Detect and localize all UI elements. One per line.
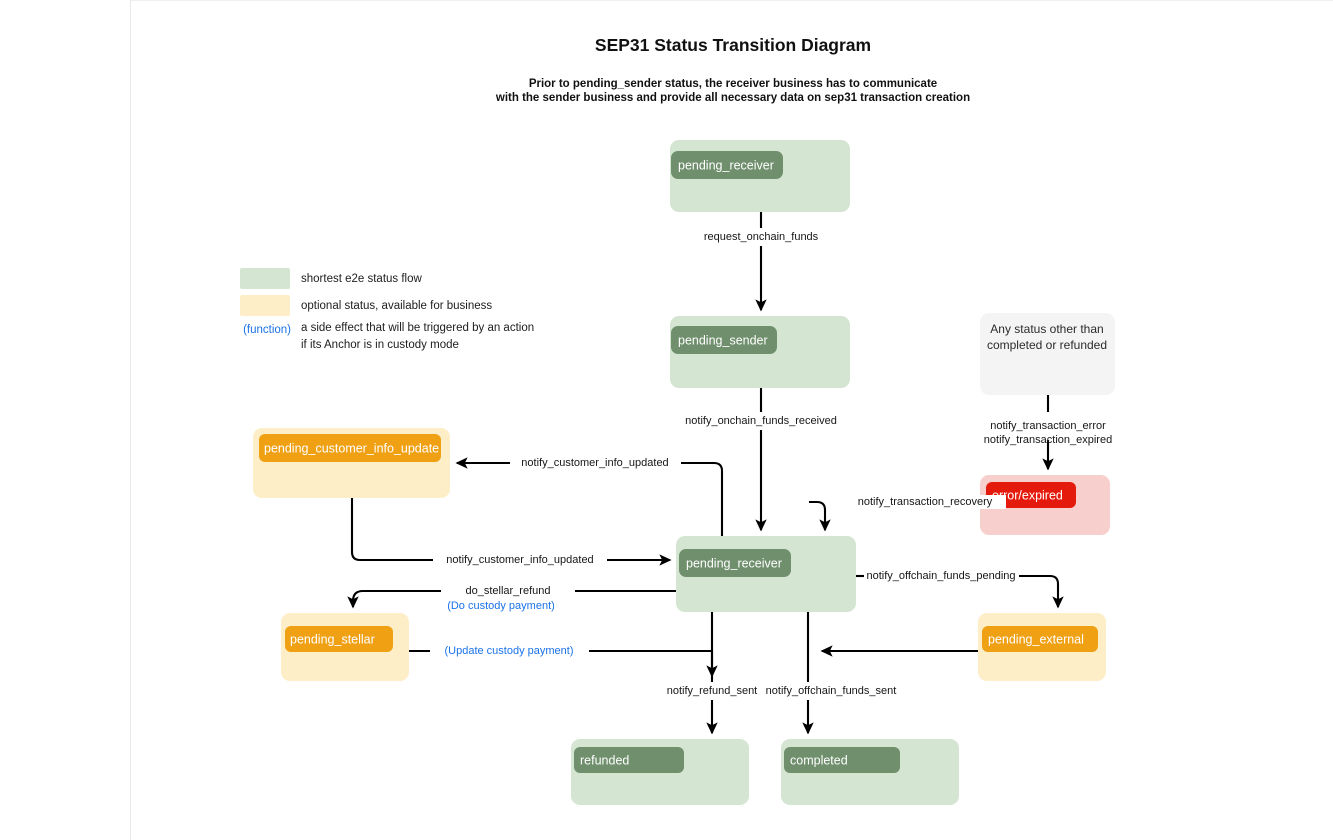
edge-label-layer: request_onchain_funds notify_onchain_fun… [434,229,1119,698]
node-chip [679,549,791,577]
edge-label-bg [444,584,572,598]
edge-label-bg [978,412,1119,440]
node-chip [982,626,1098,652]
node-chip [574,747,684,773]
edge-line-notify-transaction-recovery-b [809,500,831,532]
node-label-error-expired: error/expired [992,488,1063,502]
edge-label-notify-refund-sent: notify_refund_sent [667,685,758,697]
edge-layer [347,212,1064,735]
edge-label-bg [694,229,828,243]
edge-label-notify-transaction-recovery: notify_transaction_recovery [858,496,993,508]
node-chip [671,326,777,354]
node-pending-external[interactable]: pending_external [978,613,1106,681]
legend-swatch-green [240,268,290,289]
node-layer: pending_receiver pending_sender Any stat… [253,140,1115,805]
legend: shortest e2e status flow optional status… [240,268,534,351]
node-chip [986,482,1076,508]
node-label-pending-receiver-top: pending_receiver [678,158,774,172]
node-label-pending-sender: pending_sender [678,333,768,347]
node-pending-stellar[interactable]: pending_stellar [281,613,409,681]
edge-label-bg [437,553,604,567]
node-refunded[interactable]: refunded [571,739,749,805]
node-any-status[interactable]: Any status other than completed or refun… [980,313,1115,395]
edge-label-notify-offchain-funds-sent: notify_offchain_funds_sent [766,685,897,697]
edge-label-request-onchain-funds: request_onchain_funds [704,231,819,243]
edge-label-bg [434,644,584,658]
edge-line-notify-customer-info-updated-top-a [681,461,724,536]
edge-label-bg [866,569,1016,583]
edge-label-notify-onchain-funds-received: notify_onchain_funds_received [685,415,837,427]
legend-function-key: (function) [243,324,291,336]
edge-label-do-custody-payment: (Do custody payment) [447,600,555,612]
node-chip [285,626,393,652]
legend-label-cream: optional status, available for business [301,300,492,312]
edge-label-bg [661,684,763,698]
node-chip [671,151,783,179]
node-label-completed: completed [790,753,848,767]
node-pending-customer-info-update[interactable]: pending_customer_info_update [253,428,450,498]
edge-label-notify-customer-info-updated-bottom: notify_customer_info_updated [446,554,593,566]
edge-label-notify-offchain-funds-pending: notify_offchain_funds_pending [866,570,1015,582]
edge-label-update-custody-payment: (Update custody payment) [444,645,573,657]
page-title: SEP31 Status Transition Diagram [595,35,871,55]
edge-line-update-custody-payment-b [589,649,718,678]
edge-label-bg [765,684,899,698]
edge-label-notify-transaction-expired: notify_transaction_expired [984,434,1112,446]
node-error-expired[interactable]: error/expired [980,475,1110,535]
legend-swatch-cream [240,295,290,316]
legend-function-desc-2: if its Anchor is in custody mode [301,339,459,351]
panel-top-edge [131,0,1333,1]
node-chip [259,434,441,462]
node-completed[interactable]: completed [781,739,959,805]
node-label-any-status-line-1: Any status other than [990,322,1103,336]
node-label-any-status-line-2: completed or refunded [987,338,1107,352]
edge-label-bg [843,495,1006,509]
legend-label-green: shortest e2e status flow [301,273,423,285]
edge-line-notify-customer-info-updated-bottom-a [350,498,433,562]
node-label-refunded: refunded [580,753,629,767]
legend-function-desc-1: a side effect that will be triggered by … [301,322,534,334]
edge-label-bg [678,413,845,427]
edge-line-notify-offchain-funds-pending-b [1019,574,1064,609]
node-chip [784,747,900,773]
edge-label-do-stellar-refund: do_stellar_refund [465,585,550,597]
node-pending-receiver-top[interactable]: pending_receiver [670,140,850,212]
node-label-pending-receiver-mid: pending_receiver [686,556,782,570]
edge-line-do-stellar-refund-b [347,589,441,609]
edge-label-notify-transaction-error: notify_transaction_error [990,420,1106,432]
node-label-pending-customer-info-update: pending_customer_info_update [264,441,439,455]
page-subtitle-line-1: Prior to pending_sender status, the rece… [529,78,937,90]
node-pending-receiver-mid[interactable]: pending_receiver [676,536,856,612]
edge-label-bg [512,456,679,470]
node-pending-sender[interactable]: pending_sender [670,316,850,388]
node-label-pending-external: pending_external [988,632,1084,646]
node-label-pending-stellar: pending_stellar [290,632,375,646]
node-box [980,313,1115,395]
page-subtitle-line-2: with the sender business and provide all… [495,92,970,104]
panel-left-edge [130,0,131,840]
edge-label-notify-customer-info-updated-top: notify_customer_info_updated [521,457,668,469]
